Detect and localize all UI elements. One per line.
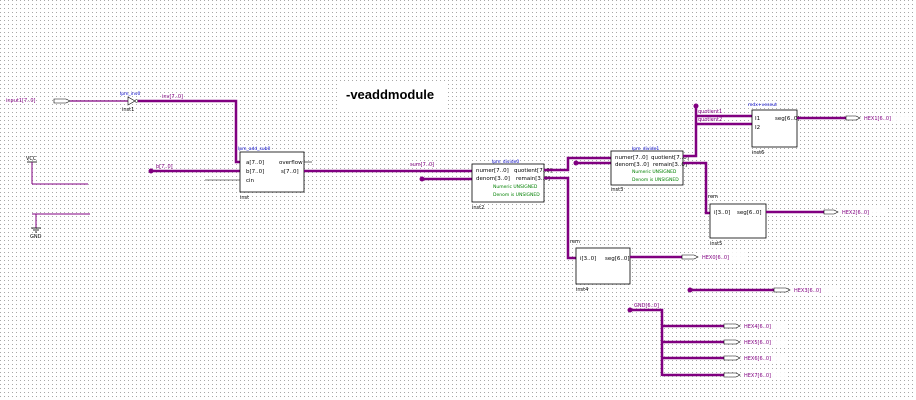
gnd-label: GND (30, 234, 42, 240)
div1-port-denom: denom[3..0] (476, 176, 510, 182)
vcc-symbol: VCC (26, 156, 88, 185)
bus-label-sum: sum[7..0] (410, 162, 434, 168)
divider2-block[interactable]: lpm_divide1 numer[7..0] denom[3..0] quot… (610, 146, 689, 193)
title-background (340, 83, 448, 109)
adder-port-a: a[7..0] (246, 160, 264, 166)
seg-right-inst: inst5 (710, 241, 722, 247)
div2-port-quotient: quotient[7..0] (651, 155, 689, 161)
output-label-hex1: HEX1[6..0] (864, 116, 891, 122)
output-pin-hex2[interactable]: HEX2[6..0] (823, 207, 888, 216)
inverter-name: lpm_inv0 (120, 91, 141, 97)
seg-mid-port-in: i[3..0] (580, 256, 596, 262)
input-pin-top[interactable]: input1[7..0] (6, 98, 71, 104)
seg-mid-port-out: seg[6..0] (605, 256, 630, 262)
divider1-block[interactable]: lpm_divide0 numer[7..0] denom[3..0] quot… (471, 159, 552, 211)
bus-label-quot2: quotient2 (698, 117, 722, 123)
bus-div2-remain (683, 161, 712, 215)
input-b-label: b[7..0] (156, 164, 173, 170)
output-label-hex7: HEX7[6..0] (744, 373, 771, 379)
input-pin-top-label: input1[7..0] (6, 98, 36, 104)
output-label-hex5: HEX5[6..0] (744, 340, 771, 346)
div2-port-denom: denom[3..0] (615, 162, 649, 168)
output-pin-hex3[interactable]: HEX3[6..0] (773, 285, 840, 294)
bus-label-quot1: quotient1 (698, 109, 722, 115)
seg-mid-block[interactable]: i[3..0] seg[6..0] inst4 (575, 247, 631, 293)
junction-quotient (693, 103, 699, 109)
bus-label-top: inv[7..0] (162, 94, 183, 100)
adder-block[interactable]: lpm_add_sub0 a[7..0] b[7..0] cin overflo… (238, 146, 305, 201)
vcc-label: VCC (26, 156, 37, 162)
div2-param-denom: Denom is UNSIGNED (632, 177, 679, 183)
gnd-symbol: GND (30, 213, 90, 240)
bus-div1-quotient (544, 156, 614, 172)
div2-port-remain: remain[3..0] (653, 162, 687, 168)
inverter-block[interactable]: lpm_inv0 inst1 (120, 91, 141, 113)
output-pin-hex1[interactable]: HEX1[6..0] (845, 113, 910, 122)
seg-top-port-i1: I1 (755, 116, 760, 122)
bus-fanout-trunk (630, 308, 664, 376)
divider1-name: lpm_divide0 (492, 159, 519, 165)
seg-top-port-i2: I2 (755, 125, 760, 131)
output-pin-hex0[interactable]: HEX0[6..0] (681, 252, 746, 261)
div1-param-denom: Denom is UNSIGNED (493, 192, 540, 198)
inverter-inst: inst1 (122, 107, 134, 113)
seg-top-block[interactable]: mdx+veseut I1 I2 seg[6..0] inst6 (748, 102, 800, 156)
output-label-hex0: HEX0[6..0] (702, 255, 729, 261)
div2-port-numer: numer[7..0] (615, 155, 648, 161)
div2-param-numer: Numeric UNSIGNED (632, 169, 677, 175)
output-pin-hex5[interactable]: HEX5[6..0] (723, 337, 786, 346)
output-pin-hex7[interactable]: HEX7[6..0] (723, 370, 786, 379)
seg-right-block[interactable]: i[3..0] seg[6..0] inst5 (709, 203, 767, 247)
diagram-title: -veaddmodule (346, 87, 434, 102)
adder-inst: inst (240, 195, 249, 201)
div2-rem-label: rem (708, 194, 718, 200)
div1-rem-label: rem (570, 239, 580, 245)
div1-port-remain: remain[3..0] (516, 176, 550, 182)
seg-right-port-in: i[3..0] (714, 210, 730, 216)
seg-top-port-out: seg[6..0] (775, 116, 800, 122)
adder-name: lpm_add_sub0 (238, 146, 271, 152)
divider2-name: lpm_divide1 (632, 146, 659, 152)
bus-div2-quotient (683, 106, 698, 158)
seg-top-name: mdx+veseut (748, 102, 777, 108)
output-label-hex4: HEX4[6..0] (744, 324, 771, 330)
fanout-label: GND[6..0] (634, 303, 659, 309)
output-pin-hex4[interactable]: HEX4[6..0] (723, 321, 786, 330)
adder-port-b: b[7..0] (246, 169, 264, 175)
seg-mid-inst: inst4 (576, 287, 588, 293)
output-label-hex3: HEX3[6..0] (794, 288, 821, 294)
div1-param-numer: Numeric UNSIGNED (493, 184, 538, 190)
adder-port-cin: cin (246, 178, 255, 184)
adder-port-s: s[7..0] (281, 169, 299, 175)
output-pin-hex6[interactable]: HEX6[6..0] (723, 353, 786, 362)
div1-port-numer: numer[7..0] (476, 168, 509, 174)
seg-right-port-out: seg[6..0] (737, 210, 762, 216)
output-label-hex6: HEX6[6..0] (744, 356, 771, 362)
output-label-hex2: HEX2[6..0] (842, 210, 869, 216)
div2-inst: inst3 (611, 187, 623, 193)
seg-top-inst: inst6 (752, 150, 764, 156)
div1-inst: inst2 (472, 205, 484, 211)
div1-port-quotient: quotient[7..0] (514, 168, 552, 174)
bus-div1-remain (544, 176, 576, 260)
adder-port-overflow: overflow (279, 160, 303, 166)
